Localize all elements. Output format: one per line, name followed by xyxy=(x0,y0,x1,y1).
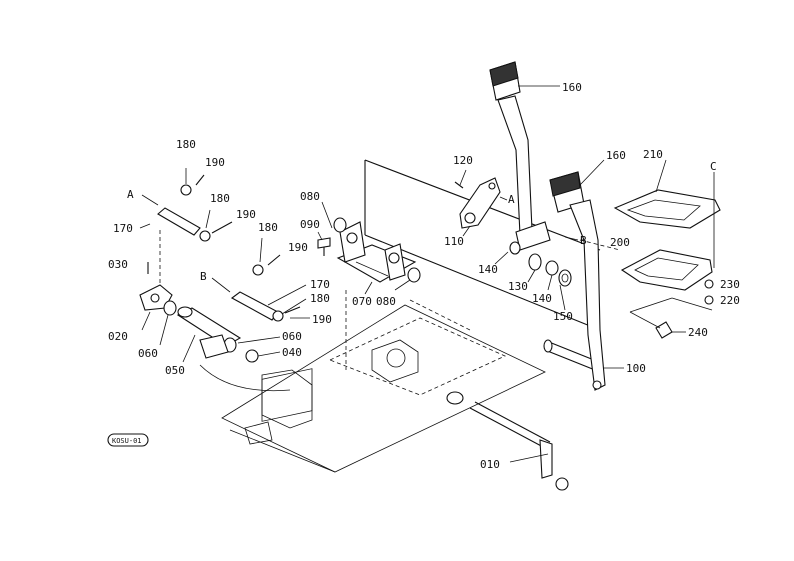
label-230: 230 xyxy=(720,278,740,291)
part-labels: 160 160 210 120 110 140 130 140 150 200 … xyxy=(108,81,740,471)
rod-010 xyxy=(446,391,569,491)
label-010: 010 xyxy=(480,458,500,471)
label-140-b: 140 xyxy=(532,292,552,305)
label-220: 220 xyxy=(720,294,740,307)
label-060-a: 060 xyxy=(138,347,158,360)
label-170-a: 170 xyxy=(113,222,133,235)
leader-lines xyxy=(139,85,715,463)
label-190-b: 190 xyxy=(236,208,256,221)
pedal-160-upper xyxy=(489,61,551,251)
ref-b-left: B xyxy=(200,270,207,283)
label-050: 050 xyxy=(165,364,185,377)
arm-110 xyxy=(454,177,501,229)
label-100: 100 xyxy=(626,362,646,375)
upper-pins xyxy=(157,174,301,322)
ref-b-right: B xyxy=(580,234,587,247)
label-180-c: 180 xyxy=(258,221,278,234)
ref-a-right: A xyxy=(508,193,515,206)
ref-a-left: A xyxy=(127,188,134,201)
label-170-b: 170 xyxy=(310,278,330,291)
label-180-d: 180 xyxy=(310,292,330,305)
label-190-c: 190 xyxy=(288,241,308,254)
label-200: 200 xyxy=(610,236,630,249)
label-080-a: 080 xyxy=(300,190,320,203)
bracket-070 xyxy=(336,221,417,283)
floor-plate xyxy=(221,290,546,473)
label-180-b: 180 xyxy=(210,192,230,205)
label-120: 120 xyxy=(453,154,473,167)
label-150: 150 xyxy=(553,310,573,323)
label-070: 070 xyxy=(352,295,372,308)
label-160-upper: 160 xyxy=(562,81,582,94)
label-190-a: 190 xyxy=(205,156,225,169)
reference-letters: A A B B C xyxy=(127,160,717,283)
pedal-160-lower xyxy=(549,171,606,391)
label-160-lower: 160 xyxy=(606,149,626,162)
label-090: 090 xyxy=(300,218,320,231)
label-080-b: 080 xyxy=(376,295,396,308)
label-210: 210 xyxy=(643,148,663,161)
label-180-a: 180 xyxy=(176,138,196,151)
ref-c: C xyxy=(710,160,717,173)
label-030: 030 xyxy=(108,258,128,271)
guide-plates xyxy=(613,189,721,339)
catalogue-stamp: KOSU-01 xyxy=(107,433,149,447)
label-060-b: 060 xyxy=(282,330,302,343)
left-linkage xyxy=(139,262,291,392)
label-140-a: 140 xyxy=(478,263,498,276)
label-190-d: 190 xyxy=(312,313,332,326)
label-040: 040 xyxy=(282,346,302,359)
label-020: 020 xyxy=(108,330,128,343)
label-240: 240 xyxy=(688,326,708,339)
stamp-text: KOSU-01 xyxy=(112,437,142,445)
bushings-080 xyxy=(317,217,421,283)
label-130: 130 xyxy=(508,280,528,293)
label-110: 110 xyxy=(444,235,464,248)
